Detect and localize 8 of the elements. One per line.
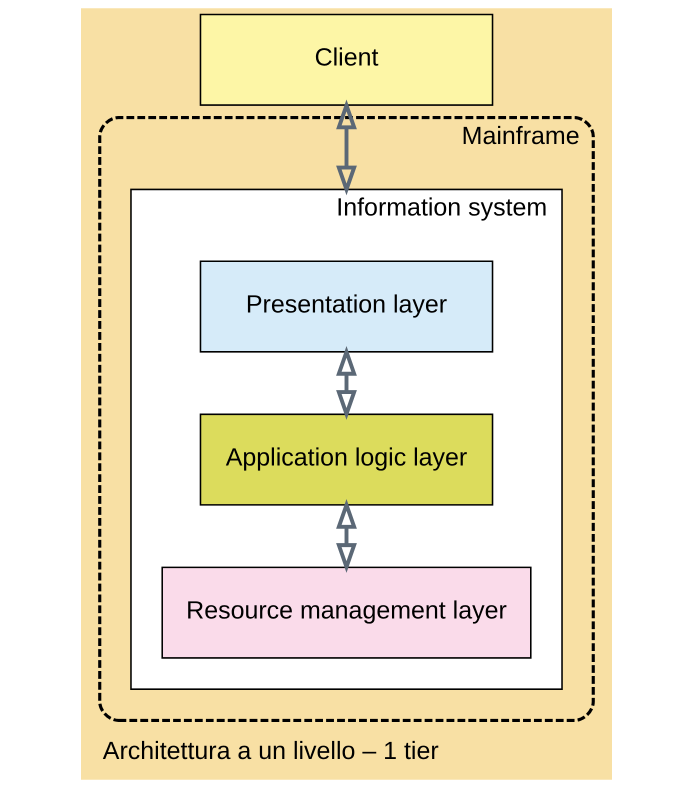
node-box: Resource management layer: [161, 566, 532, 659]
node-box: Application logic layer: [200, 414, 494, 506]
arrow: [336, 100, 357, 196]
arrow: [336, 499, 357, 573]
caption: Architettura a un livello – 1 tier: [102, 737, 439, 766]
arrow: [336, 346, 357, 420]
node-box: Presentation layer: [200, 260, 494, 353]
node-box: Client: [200, 14, 494, 106]
